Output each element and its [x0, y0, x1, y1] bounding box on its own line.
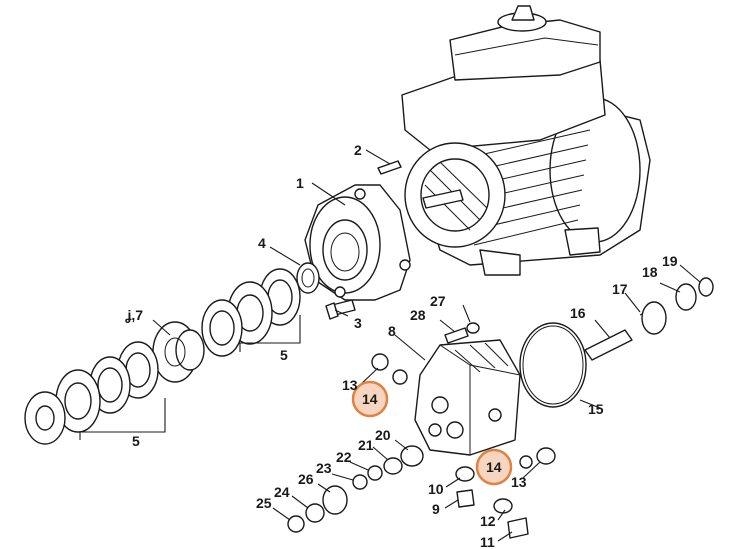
label-part-6-7: ʝ,7: [125, 307, 143, 323]
spring-washer: [675, 283, 697, 311]
label-part-16: 16: [570, 305, 586, 321]
electric-motor: [401, 5, 651, 276]
label-part-26: 26: [298, 471, 314, 487]
label-part-10: 10: [428, 481, 444, 497]
label-part-19: 19: [662, 253, 678, 269]
large-o-ring: [519, 322, 587, 408]
label-part-11: 11: [480, 534, 495, 549]
label-part-18: 18: [642, 264, 658, 280]
label-part-14-lower: 14: [486, 459, 502, 475]
nut: [466, 322, 480, 334]
dowel-pin: [377, 160, 402, 175]
highlight-14-lower: [475, 448, 513, 486]
label-part-3: 3: [354, 315, 362, 331]
label-part-2: 2: [354, 142, 362, 158]
label-part-21: 21: [358, 437, 374, 453]
valve-parts: [287, 445, 556, 539]
label-part-15: 15: [588, 401, 604, 417]
label-part-4: 4: [258, 235, 266, 251]
label-part-8: 8: [388, 323, 396, 339]
label-part-23: 23: [316, 460, 332, 476]
seal-ring: [296, 262, 320, 294]
bolt: [444, 327, 469, 344]
label-part-13-lower: 13: [511, 474, 527, 490]
label-part-5-upper: 5: [280, 347, 288, 363]
plug: [371, 353, 389, 371]
pump-flange: [304, 184, 411, 301]
label-part-20: 20: [375, 427, 391, 443]
label-part-5-lower: 5: [132, 433, 140, 449]
label-part-13-upper: 13: [342, 377, 358, 393]
screw: [325, 299, 356, 320]
circlip: [698, 277, 714, 297]
swash-plate: [152, 321, 205, 383]
label-part-22: 22: [336, 449, 352, 465]
label-part-27: 27: [430, 293, 446, 309]
highlight-14-upper: [351, 380, 389, 418]
pump-head: [414, 339, 521, 456]
label-part-12: 12: [480, 513, 496, 529]
label-part-17: 17: [612, 281, 628, 297]
label-part-24: 24: [274, 484, 290, 500]
label-part-9: 9: [432, 501, 440, 517]
label-part-28: 28: [410, 307, 426, 323]
part-labels: 1 2 3 4 5 5 ʝ,7 8 9 10 11 12 13 13 14 14…: [125, 142, 678, 549]
label-part-14-upper: 14: [362, 391, 378, 407]
o-ring: [392, 369, 408, 385]
label-part-1: 1: [296, 175, 304, 191]
spring: [639, 301, 667, 335]
label-part-25: 25: [256, 495, 272, 511]
piston: [584, 329, 633, 361]
leader-lines: [79, 149, 701, 542]
bearing-stack-upper: [201, 268, 301, 357]
bearing-stack-lower: [24, 341, 159, 445]
